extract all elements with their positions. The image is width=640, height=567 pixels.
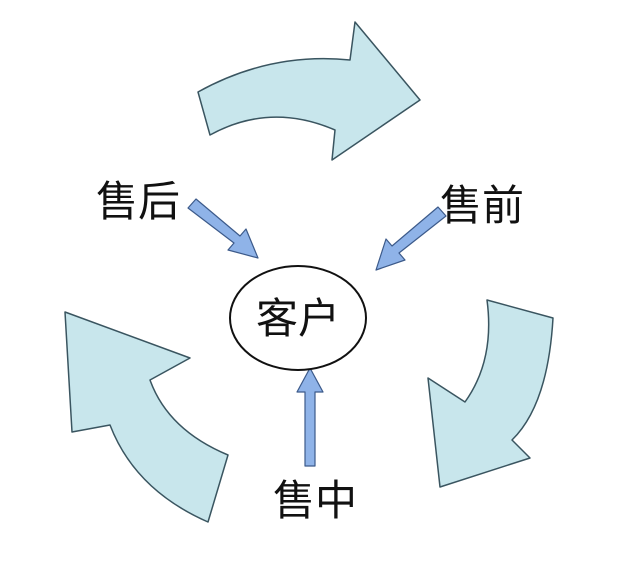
- customer-circle: [229, 265, 367, 371]
- center-label: 客户: [256, 294, 340, 343]
- cycle-arrow-top: [197, 21, 421, 161]
- stage-after-sale-label: 售后: [96, 177, 180, 226]
- stage-in-sale-label: 售中: [273, 476, 357, 525]
- arrow-after-sale-to-customer: [187, 198, 259, 259]
- cycle-arrow-left: [64, 311, 229, 523]
- arrow-pre-sale-to-customer: [375, 206, 447, 271]
- stage-pre-sale-label: 售前: [440, 181, 524, 230]
- cycle-arrow-right: [427, 299, 554, 488]
- arrow-in-sale-to-customer: [296, 367, 324, 467]
